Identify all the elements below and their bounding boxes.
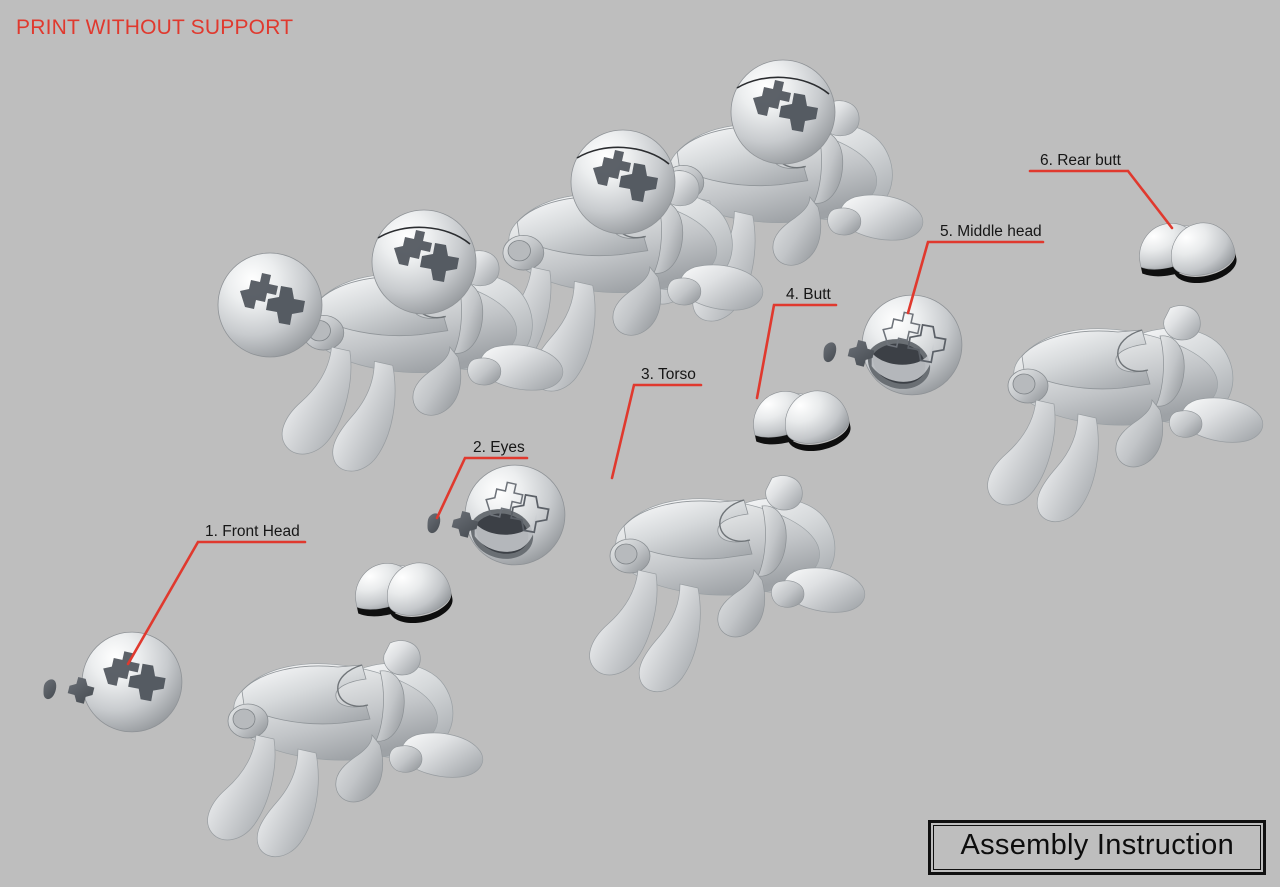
callout-3-leader [610,383,703,480]
rear-segment-exploded [823,210,1264,523]
assembly-instruction-stamp: Assembly Instruction [928,820,1266,875]
callout-label-eyes: 2. Eyes [473,439,525,456]
callout-4-leader [755,303,838,400]
callout-1-leader [126,540,307,666]
callout-label-torso: 3. Torso [641,366,696,383]
callout-2-leader [435,456,529,520]
callout-5-leader [906,240,1045,315]
callout-label-front-head: 1. Front Head [205,523,300,540]
assembly-instruction-stamp-text: Assembly Instruction [960,829,1234,861]
callout-label-rear-butt: 6. Rear butt [1040,152,1121,169]
callout-label-middle-head: 5. Middle head [940,223,1042,240]
print-without-support-title: PRINT WITHOUT SUPPORT [16,16,294,39]
callout-label-butt: 4. Butt [786,286,831,303]
front-segment-exploded [43,550,484,858]
callout-leader-lines [126,169,1174,666]
assembly-instruction-stamp-inner: Assembly Instruction [933,825,1261,870]
assembled-caterpillar-chain [217,59,924,472]
callout-6-leader [1028,169,1174,230]
